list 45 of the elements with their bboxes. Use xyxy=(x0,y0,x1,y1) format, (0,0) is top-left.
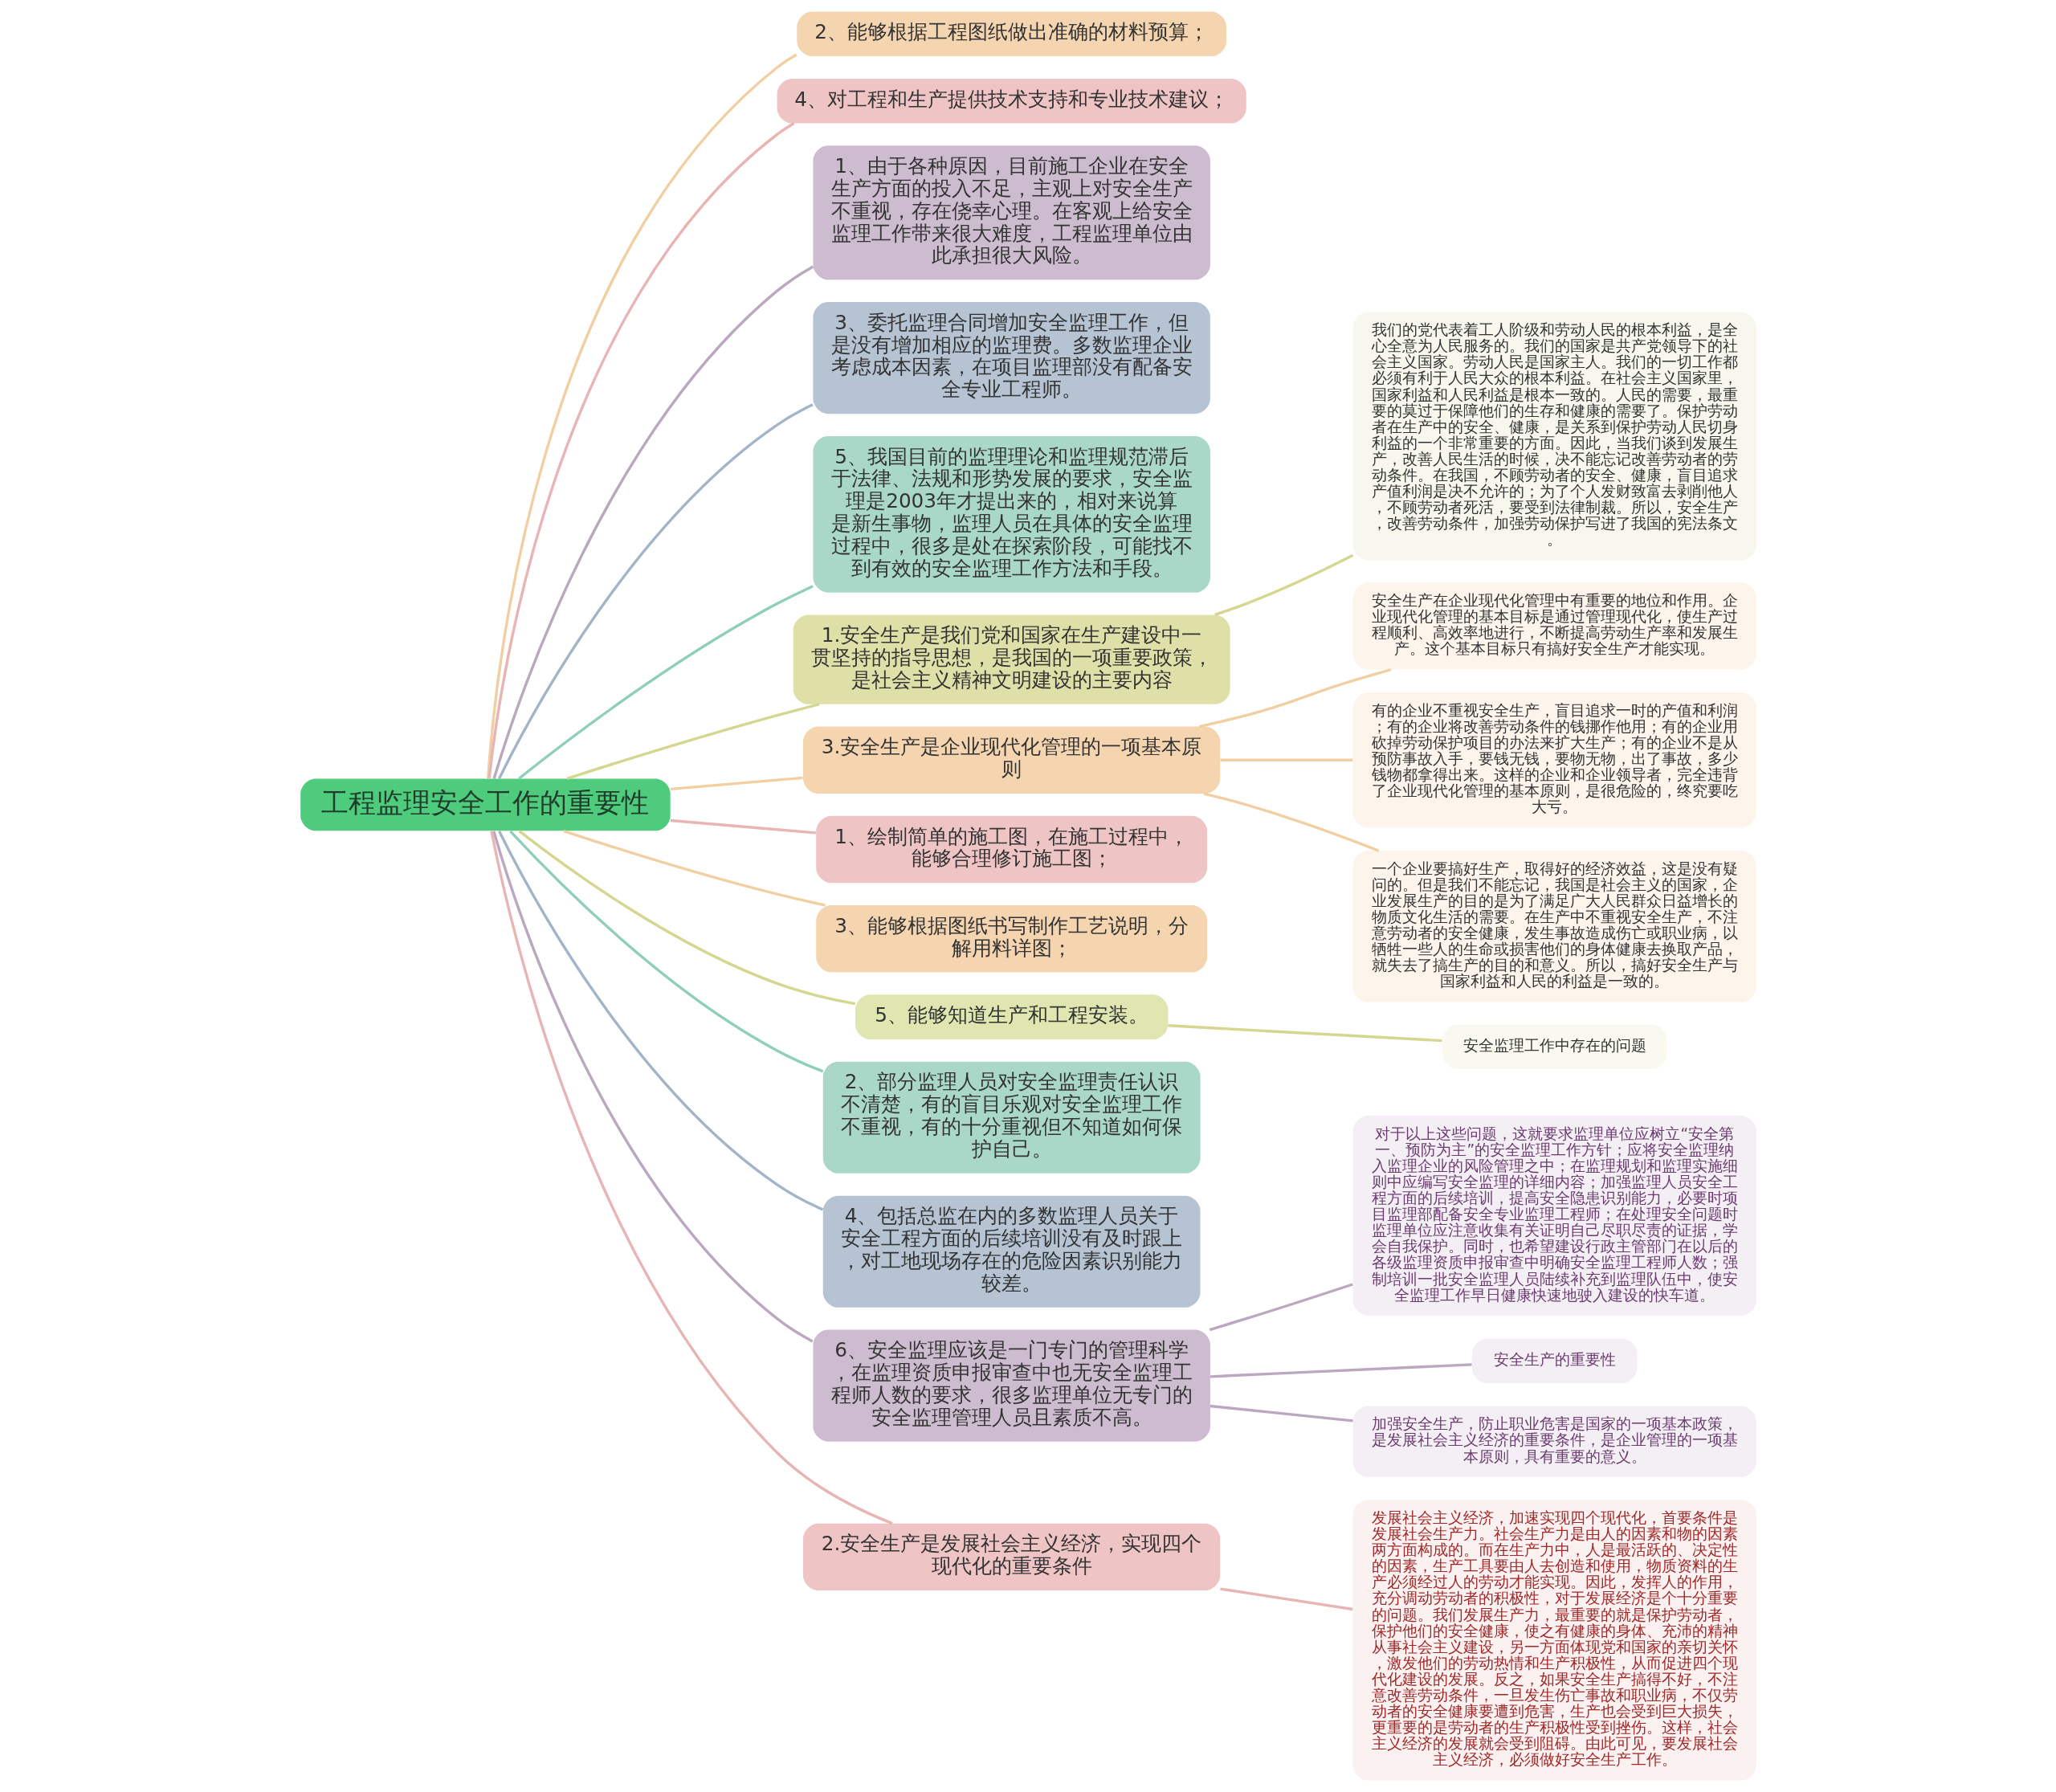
connector xyxy=(508,830,823,1073)
node-box: 2、能够根据工程图纸做出准确的材料预算； xyxy=(796,11,1226,57)
node-box: 3、能够根据图纸书写制作工艺说明，分解用料详图； xyxy=(815,905,1207,973)
connector xyxy=(492,831,814,1343)
node-box: 3.安全生产是企业现代化管理的一项基本原则 xyxy=(802,726,1220,794)
connector xyxy=(562,829,826,907)
node-box: 4、包括总监在内的多数监理人员关于安全工程方面的后续培训没有及时跟上，对工地现场存在的危险因素识别能力较差。 xyxy=(822,1195,1200,1308)
connector xyxy=(489,831,893,1525)
node-box: 1、由于各种原因，目前施工企业在安全生产方面的投入不足，主观上对安全生产不重视，存在侥幸心理。在客观上给安全监理工作带来很大难度，工程监理单位由此承担很大风险。 xyxy=(812,145,1210,280)
node-box: 工程监理安全工作的重要性 xyxy=(300,778,671,831)
connector xyxy=(517,830,855,1006)
node-box: 1.安全生产是我们党和国家在生产建设中一贯坚持的指导思想，是我国的一项重要政策，是社会主义精神文明建设的主要内容 xyxy=(793,614,1230,704)
connector xyxy=(497,830,823,1211)
node-box: 有的企业不重视安全生产，盲目追求一时的产值和利润；有的企业将改善劳动条件的钱挪作他用；有的企业用砍掉劳动保护项目的办法来扩大生产；有的企业不是从预防事故入手，要钱无钱，要物无物，出了事故，多少钱物都拿得出来。这样的企业和企业领导者，完全违背了企业现代化管理的基本原则，是很危险的，终究要吃大亏。 xyxy=(1352,692,1756,828)
node-box: 5、能够知道生产和工程安装。 xyxy=(855,994,1168,1039)
node-box: 发展社会主义经济，加速实现四个现代化，首要条件是发展社会生产力。社会生产力是由人的因素和物的因素两方面构成的。而在生产力中，人是最活跃的、决定性的因素，生产工具要由人去创造和使用，物质资料的生产必须经过人的劳动才能实现。因此，发挥人的作用，充分调动劳动者的积极性，对于发展经济是个十分重要的问题。我们发展生产力，最重要的就是保护劳动者，保护他们的安全健康，使之有健康的身体、充沛的精神从事社会主义建设，另一方面体现党和国家的亲切关怀，激发他们的劳动热情和生产积极性，从而促进四个现代化建设的发展。反之，如果安全生产搞得不好，不注意改善劳动条件，一旦发生伤亡事故和职业病，不仅劳动者的安全健康要遭到危害，生产也会受到巨大损失，更重要的是劳动者的生产积极性受到挫伤。这样，社会主义经济的发展就会受到阻碍。由此可见，要发展社会主义经济，必须做好安全生产工作。 xyxy=(1352,1500,1756,1781)
connector xyxy=(517,585,814,780)
node-box: 3、委托监理合同增加安全监理工作，但是没有增加相应的监理费。多数监理企业考虑成本因素，在项目监理部没有配备安全专业工程师。 xyxy=(812,302,1210,414)
connector xyxy=(1167,1024,1442,1043)
connector xyxy=(1219,758,1352,761)
connector xyxy=(566,703,819,780)
connector xyxy=(1203,792,1379,852)
connector xyxy=(492,265,814,779)
node-box: 安全生产在企业现代化管理中有重要的地位和作用。企业现代化管理的基本目标是通过管理现代化，使生产过程顺利、高效率地进行，不断提高劳动生产率和发展生产。这个基本目标只有搞好安全生产才能实现。 xyxy=(1352,582,1756,670)
node-box: 对于以上这些问题，这就要求监理单位应树立“安全第一、预防为主”的安全监理工作方针；应将安全监理纳入监理企业的风险管理之中；在监理规划和监理实施细则中应编写安全监理的详细内容；加强监理人员安全工程方面的后续培训，提高安全隐患识别能力，必要时项目监理部配备安全专业监理工程师；在处理安全问题时监理单位应注意收集有关证明自己尽职尽责的证据，学会自我保护。同时，也希望建设行政主管部门在以后的各级监理资质申报审查中明确安全监理工程师人数；强制培训一批安全监理人员陆续补充到监理队伍中，使安全监理工作早日健康快速地驶入建设的快车道。 xyxy=(1352,1116,1756,1316)
node-box: 安全监理工作中存在的问题 xyxy=(1442,1024,1667,1070)
connector xyxy=(1209,1283,1353,1332)
node-box: 5、我国目前的监理理论和监理规范滞后于法律、法规和形势发展的要求，安全监理是2003年才提出来的，相对来说算是新生事物，监理人员在具体的安全监理过程中，很多是处在探索阶段，可能找不到有效的安全监理工作方法和手段。 xyxy=(812,435,1210,593)
connector xyxy=(1210,1363,1472,1378)
node-box: 我们的党代表着工人阶级和劳动人民的根本利益，是全心全意为人民服务的。我们的国家是共产党领导下的社会主义国家。劳动人民是国家主人。我们的一切工作都必须有利于人民大众的根本利益。在社会主义国家里，国家利益和人民利益是根本一致的。人民的需要，最重要的莫过于保障他们的生存和健康的需要了。保护劳动者在生产中的安全、健康，是关系到保护劳动人民切身利益的一个非常重要的方面。因此，当我们谈到发展生产，改善人民生活的时候，决不能忘记改善劳动者的劳动条件。在我国，不顾劳动者的安全、健康，盲目追求产值利润是决不允许的；为了个人发财致富去剥削他人，不顾劳动者死活，要受到法律制裁。所以，安全生产，改善劳动条件，加强劳动保护写进了我国的宪法条文。 xyxy=(1352,312,1756,561)
node-box: 加强安全生产，防止职业危害是国家的一项基本政策，是发展社会主义经济的重要条件，是企业管理的一项基本原则，具有重要的意义。 xyxy=(1352,1406,1756,1477)
node-box: 2、部分监理人员对安全监理责任认识不清楚，有的盲目乐观对安全监理工作不重视，有的十分重视但不知道如何保护自己。 xyxy=(822,1061,1200,1174)
node-box: 安全生产的重要性 xyxy=(1471,1338,1637,1384)
connector xyxy=(1214,553,1353,616)
connector xyxy=(1198,668,1391,729)
node-box: 一个企业要搞好生产，取得好的经济效益，这是没有疑问的。但是我们不能忘记，我国是社会主义的国家，企业发展生产的目的是为了满足广大人民群众日益增长的物质文化生活的需要。在生产中不重视安全生产，不注意劳动者的安全健康，发生事故造成伤亡或职业病，以牺牲一些人的生命或损害他们的身体健康去换取产品，就失去了搞生产的目的和意义。所以，搞好安全生产与国家利益和人民的利益是一致的。 xyxy=(1352,851,1756,1002)
connector xyxy=(1210,1404,1353,1423)
connector xyxy=(670,818,816,835)
connector xyxy=(670,776,803,791)
connector xyxy=(497,403,814,779)
node-box: 6、安全监理应该是一门专门的管理科学，在监理资质申报审查中也无安全监理工程师人数的要求，很多监理单位无专门的安全监理管理人员且素质不高。 xyxy=(812,1329,1210,1442)
connector xyxy=(1219,1587,1353,1611)
node-box: 2.安全生产是发展社会主义经济，实现四个现代化的重要条件 xyxy=(802,1523,1220,1591)
node-box: 4、对工程和生产提供技术支持和专业技术建议； xyxy=(777,78,1246,124)
node-box: 1、绘制简单的施工图，在施工过程中，能够合理修订施工图； xyxy=(815,815,1207,884)
